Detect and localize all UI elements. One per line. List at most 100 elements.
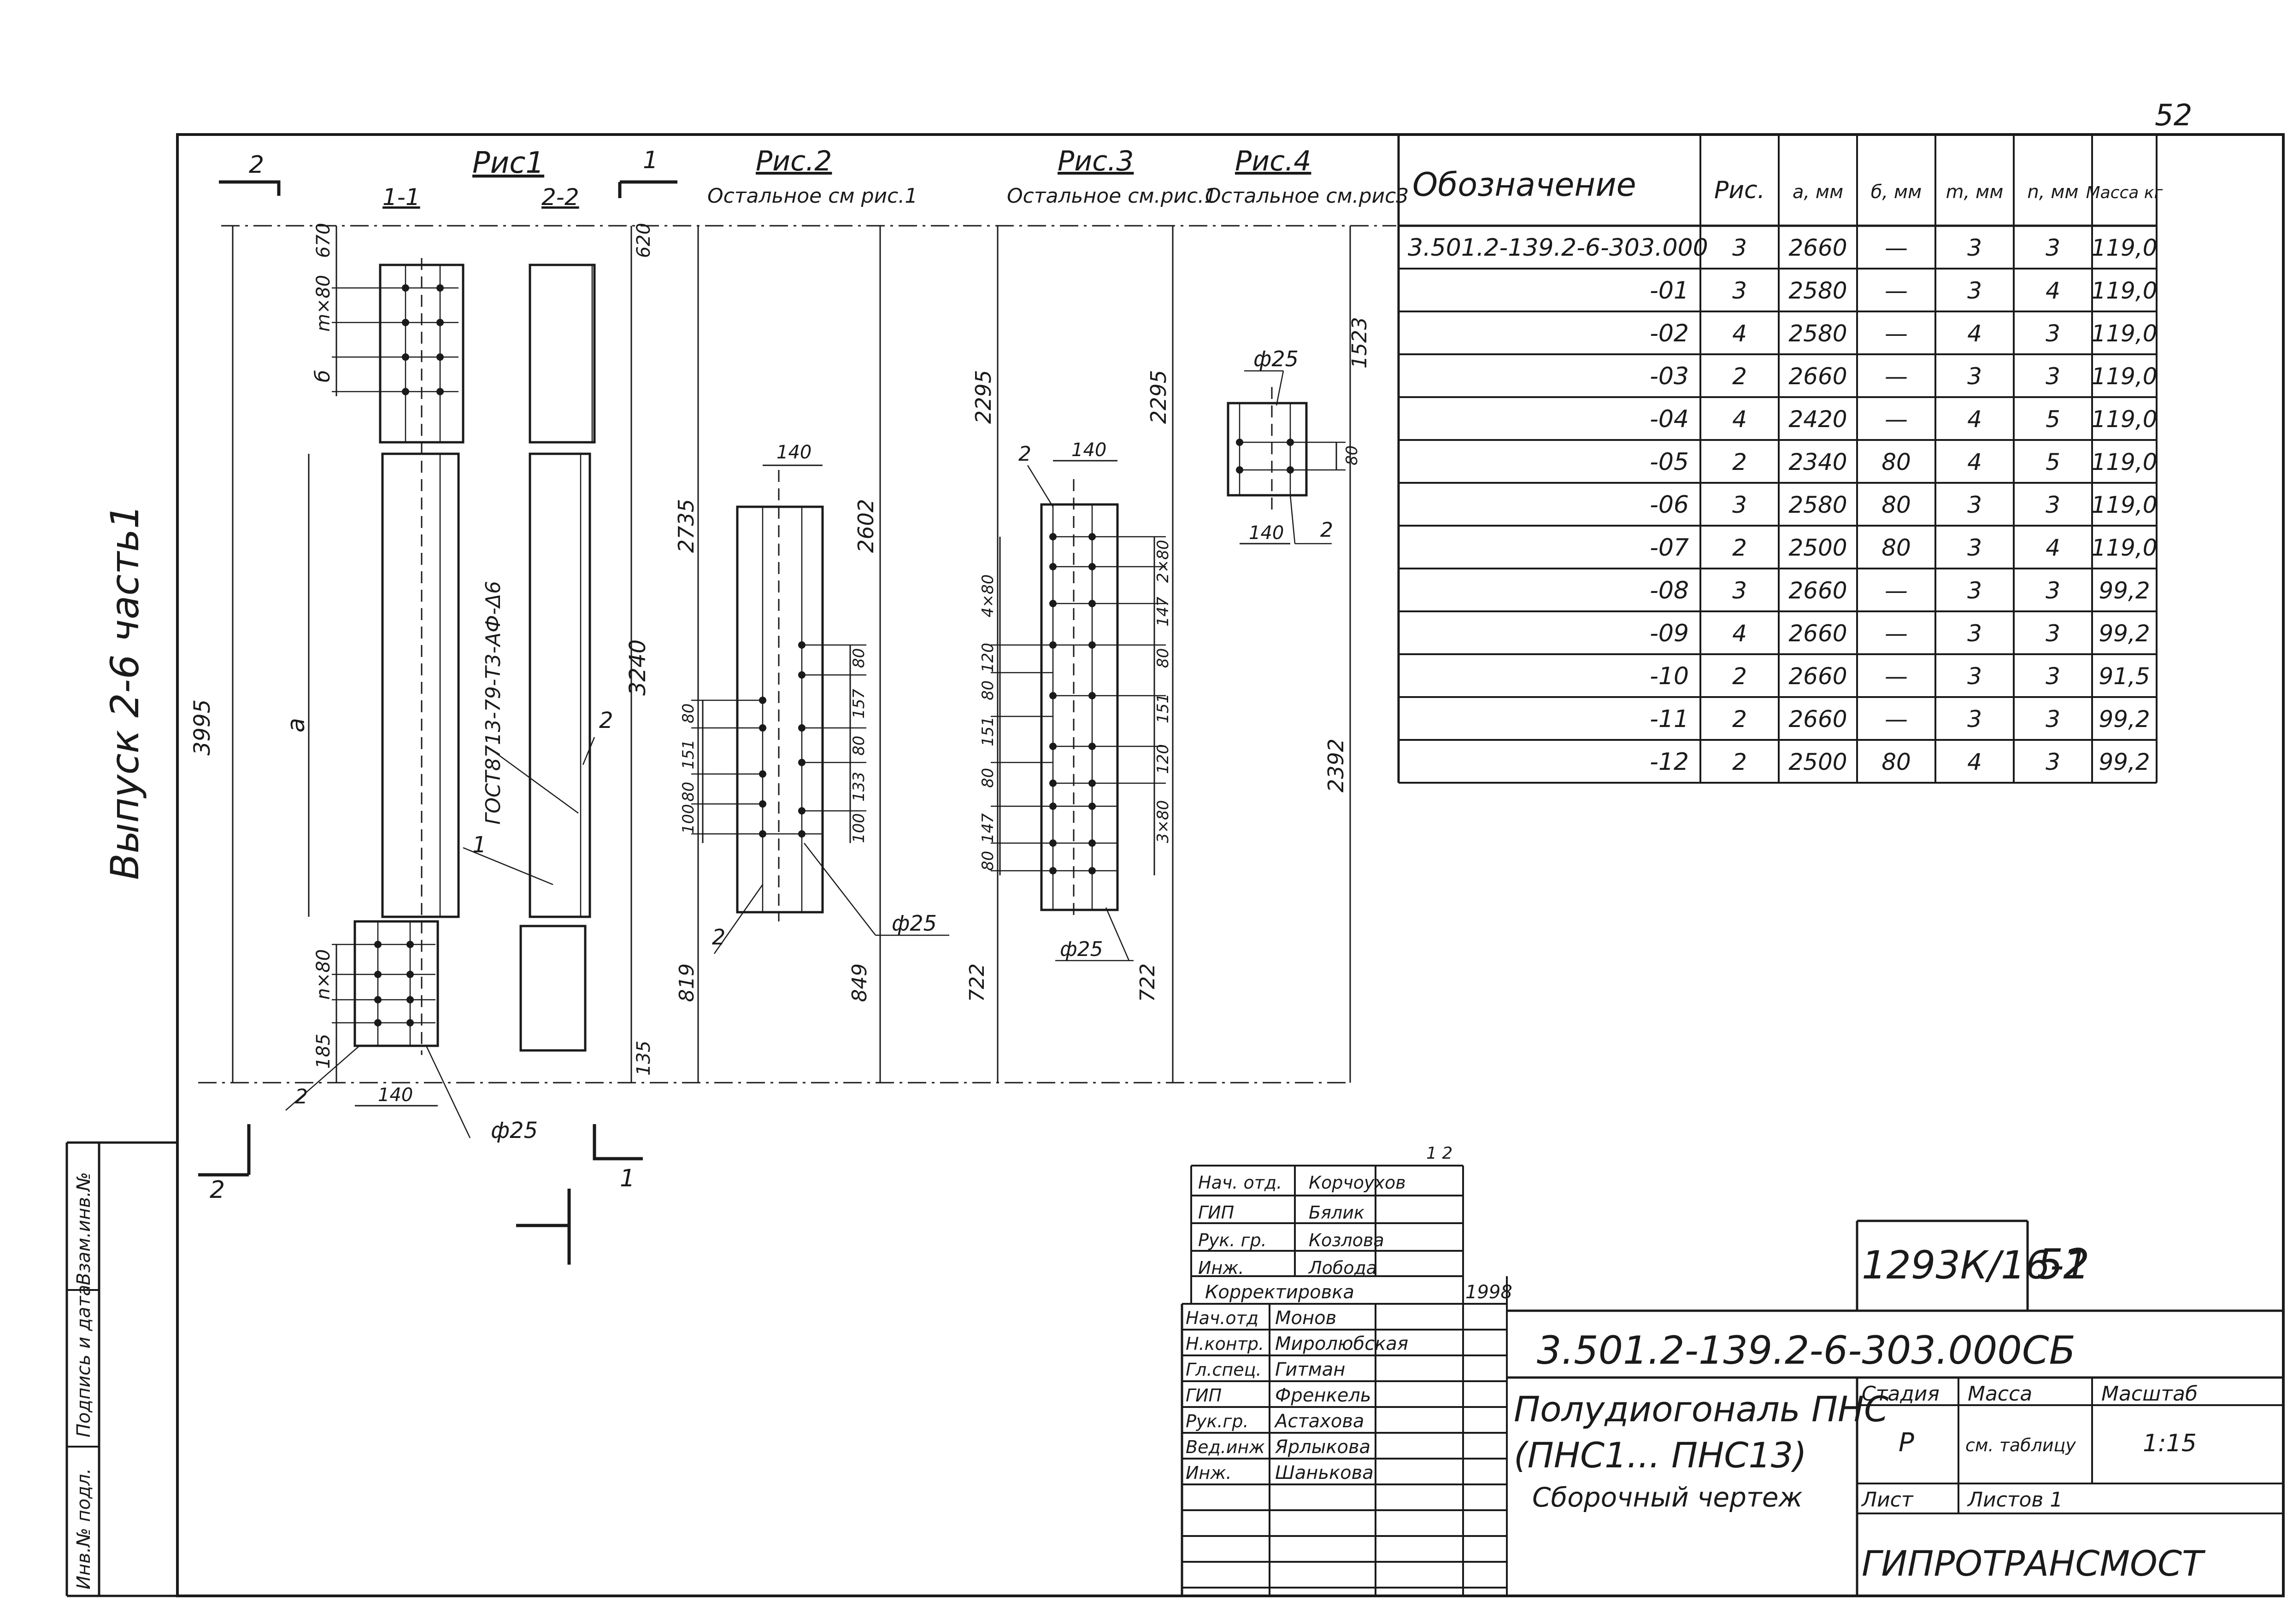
spec-cell: — — [1885, 235, 1908, 261]
fig3-dim-top: 4×80 — [979, 575, 997, 617]
fig2-rebar: ф25 — [892, 911, 937, 936]
approval-role: Рук. гр. — [1198, 1230, 1267, 1250]
spec-cell: 2500 — [1788, 534, 1847, 561]
fig1-cut-mark-2: 1 — [643, 147, 658, 174]
stage-value: Р — [1899, 1428, 1914, 1458]
organization: ГИПРОТРАНСМОСТ — [1862, 1543, 2206, 1584]
fig2-dim-l4: 100 — [679, 804, 698, 834]
spec-cell-designation: -03 — [1650, 363, 1689, 390]
fig1-rebar: ф25 — [491, 1118, 538, 1143]
fig3-dim-r5: 120 — [1154, 744, 1172, 774]
approval-surname: Астахова — [1274, 1411, 1364, 1432]
fig4-dim-total: 2392 — [1323, 739, 1348, 792]
approval-year: 1998 — [1465, 1282, 1512, 1303]
spec-cell: — — [1885, 277, 1908, 304]
spec-cell: 2500 — [1788, 749, 1847, 775]
spec-cell: 3 — [2046, 492, 2060, 518]
spec-cell-designation: -02 — [1650, 320, 1689, 347]
approval-surname: Шанькова — [1275, 1462, 1374, 1483]
left-strip: Инв.№ подл. Подпись и дата Взам.инв.№ — [65, 1141, 177, 1597]
fig1-dim-width: 140 — [378, 1085, 413, 1106]
fig2-dim-l3: 80 — [679, 782, 698, 802]
fig3-dim-h2: 2295 — [1146, 370, 1171, 424]
fig1-title: Рис1 — [472, 146, 544, 180]
fig2-dim-l2: 151 — [679, 739, 698, 769]
spec-cell: 4 — [1967, 749, 1982, 775]
spec-cell: 80 — [1881, 534, 1911, 561]
approval-role: Нач.отд — [1186, 1308, 1258, 1328]
spec-cell: 119,0 — [2091, 534, 2157, 561]
approval-top-row: Нач. отд.Корчоухов — [1198, 1173, 1406, 1193]
spec-cell: 2660 — [1788, 663, 1847, 690]
spec-cell: 2 — [1732, 449, 1747, 475]
fig3-dim-l3: 151 — [979, 716, 997, 746]
doc-name-line2: (ПНС1... ПНС13) — [1514, 1435, 1807, 1476]
spec-cell: 5 — [2046, 449, 2060, 475]
spec-cell: 4 — [1967, 320, 1982, 347]
fig4-dim-width: 140 — [1249, 522, 1284, 544]
spec-cell: 3 — [2046, 363, 2060, 390]
title-sheet-number: 52 — [2037, 1240, 2090, 1289]
strip-signature: Подпись и дата — [73, 1285, 94, 1437]
spec-header-designation: Обозначение — [1412, 166, 1636, 204]
approval-bottom-row: Рук.гр.Астахова — [1186, 1411, 1364, 1432]
approval-role: ГИП — [1198, 1202, 1234, 1223]
fig3-dim-r1: 2×80 — [1154, 540, 1172, 583]
spec-cell: 2 — [1732, 534, 1747, 561]
spec-cell: 2580 — [1788, 277, 1847, 304]
cut-mark-right: 1 — [620, 1165, 635, 1192]
fig1-dim-top: 670 — [313, 223, 334, 258]
fig2-dim-d5: 100 — [850, 813, 868, 843]
spec-cell: 3 — [2046, 320, 2060, 347]
fig4-rebar: ф25 — [1253, 346, 1299, 371]
fig2-dim-d3: 80 — [850, 736, 868, 756]
spec-cell: 2 — [1732, 749, 1747, 775]
fig2-dim-l1: 80 — [679, 704, 698, 723]
stage-label: Стадия — [1862, 1382, 1940, 1406]
fig4-dim-h: 1523 — [1348, 317, 1371, 369]
fig2-title: Рис.2 — [756, 145, 832, 177]
spec-header-col-3: б, мм — [1871, 182, 1922, 203]
fig1-dim-top2: 620 — [633, 223, 654, 258]
fig4-note: Остальное см.рис3 — [1205, 184, 1409, 208]
fig1-dim-b: б — [311, 370, 335, 382]
spec-cell: 3 — [1967, 277, 1982, 304]
fig3-dim-bot1: 722 — [965, 963, 989, 1002]
side-label: Выпуск 2-6 часть1 — [102, 504, 147, 880]
spec-cell: — — [1885, 577, 1908, 604]
approval-surname: Френкель — [1275, 1385, 1371, 1406]
approval-bottom-row: Н.контр.Миролюбская — [1186, 1333, 1408, 1354]
fig1-dim-nx: n×80 — [313, 949, 334, 1000]
spec-cell: 2660 — [1788, 363, 1847, 390]
spec-cell-designation: -06 — [1650, 491, 1689, 519]
spec-cell: — — [1885, 363, 1908, 390]
spec-cell-designation: -08 — [1650, 577, 1689, 604]
approval-surname: Ярлыкова — [1275, 1436, 1370, 1458]
approval-role: Гл.спец. — [1186, 1360, 1262, 1380]
spec-cell: 4 — [1732, 320, 1747, 347]
fig1-pos-2b: 2 — [599, 708, 613, 733]
fig2-pos: 2 — [712, 925, 725, 950]
fig3-dim-l5: 147 — [979, 813, 997, 843]
spec-cell-designation: -05 — [1650, 448, 1689, 476]
spec-cell: 2660 — [1788, 235, 1847, 261]
spec-cell: 4 — [2046, 277, 2060, 304]
fig1-dim-length: 3240 — [625, 639, 651, 696]
spec-cell: 119,0 — [2091, 449, 2157, 475]
spec-cell-designation: -01 — [1650, 277, 1689, 305]
mass-label: Масса — [1968, 1382, 2032, 1406]
spec-cell: — — [1885, 706, 1908, 733]
sheets-label: Листов 1 — [1967, 1488, 2063, 1512]
approval-top-row: Инж.Лобода — [1198, 1258, 1377, 1278]
sheet-frame — [176, 133, 2285, 1597]
